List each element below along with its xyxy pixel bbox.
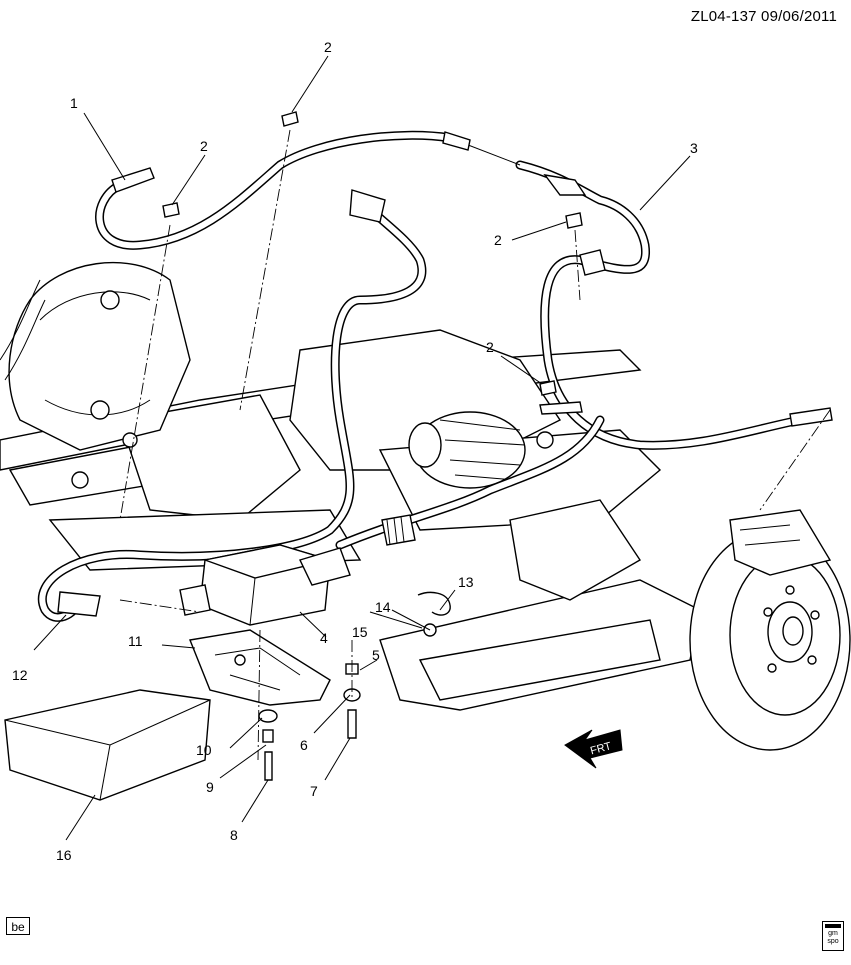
callout-1: 1	[70, 95, 78, 111]
brake-rotor	[689, 509, 851, 751]
module-badge: be	[6, 917, 30, 935]
callout-6: 6	[300, 737, 308, 753]
actuator-module	[179, 544, 351, 626]
callout-4: 4	[320, 630, 328, 646]
callout-2a: 2	[324, 39, 332, 55]
frt-label: FRT	[589, 740, 613, 757]
callout-9: 9	[206, 779, 214, 795]
callout-5: 5	[372, 647, 380, 663]
wiring-harness	[37, 189, 605, 622]
callout-2b: 2	[200, 138, 208, 154]
callout-8: 8	[230, 827, 238, 843]
callout-2c: 2	[494, 232, 502, 248]
shield-cover	[4, 689, 211, 801]
front-direction-arrow: FRT	[564, 729, 623, 769]
leader-lines	[33, 55, 691, 841]
callout-10: 10	[196, 742, 212, 758]
callout-3: 3	[690, 140, 698, 156]
callout-7: 7	[310, 783, 318, 799]
logo-text: gm spo	[827, 930, 839, 945]
callout-11: 11	[128, 633, 143, 649]
callout-16: 16	[56, 847, 72, 863]
differential	[408, 411, 554, 489]
bracket	[189, 629, 331, 706]
callout-2d: 2	[486, 339, 494, 355]
callout-14: 14	[375, 599, 391, 615]
parking-brake-cables	[95, 130, 833, 450]
gmspo-logo: gm spo	[822, 921, 844, 951]
callout-labels: 1 2 2 2 2 3 4 5 6 7 8 9 10 11 12 13 14 1…	[12, 39, 698, 863]
alignment-lines	[119, 129, 831, 761]
left-knuckle	[0, 261, 191, 489]
diagram-code: ZL04-137 09/06/2011	[690, 8, 837, 25]
callout-13: 13	[458, 574, 474, 590]
callout-15: 15	[352, 624, 368, 640]
callout-12: 12	[12, 667, 28, 683]
